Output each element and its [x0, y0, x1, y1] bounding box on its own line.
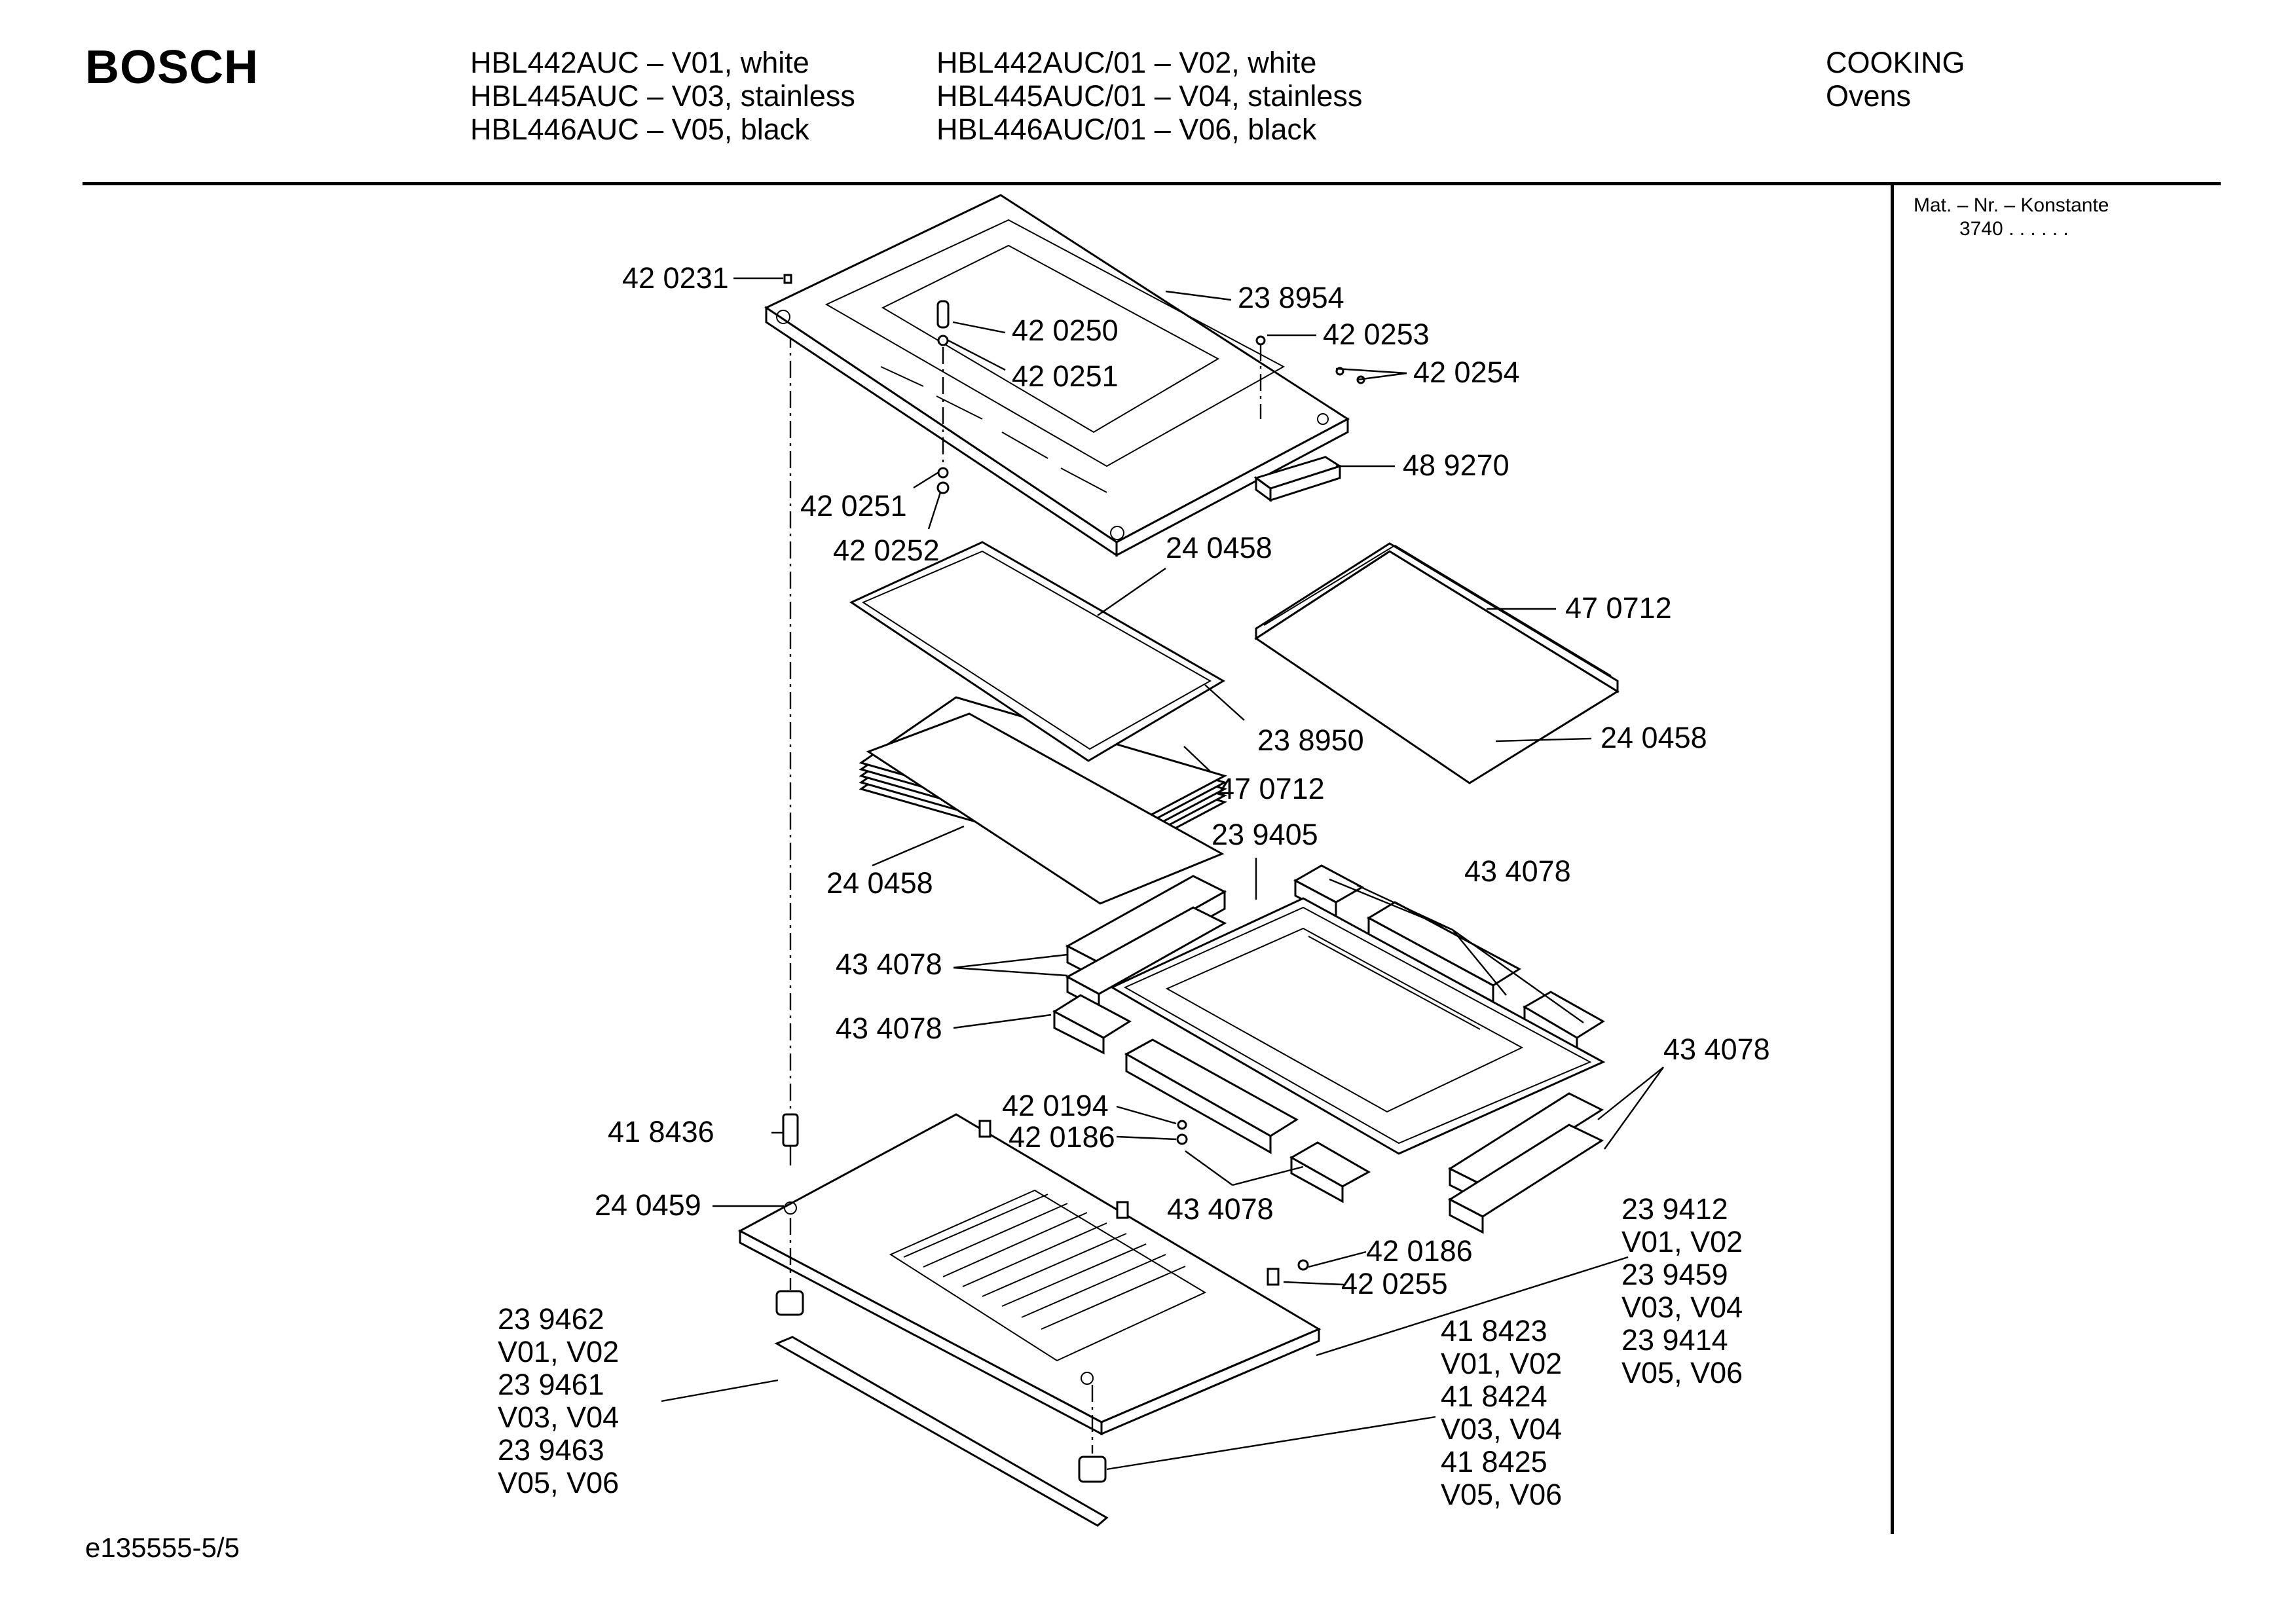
material-label: Mat. – Nr. – Konstante	[1914, 194, 2109, 216]
callout-label: 42 0254	[1413, 356, 1520, 389]
leader-lines	[661, 277, 1664, 1471]
callout-label: 24 0458	[826, 866, 933, 900]
callout-label: 23 9459	[1621, 1258, 1728, 1291]
model-list-right: HBL442AUC/01 – V02, white HBL445AUC/01 –…	[936, 46, 1362, 146]
callout-label: 43 4078	[836, 947, 942, 981]
callout-label: 43 4078	[1663, 1033, 1770, 1066]
screw-part	[783, 274, 1365, 494]
callout-label: 47 0712	[1218, 772, 1325, 805]
callout-label: 42 0186	[1009, 1120, 1115, 1154]
model-line: HBL445AUC/01 – V04, stainless	[936, 79, 1363, 113]
screw-part	[1177, 1120, 1187, 1130]
callout-group-right: 23 9412 V01, V02 23 9459 V03, V04 23 941…	[1621, 1192, 1743, 1389]
bracket-part	[1253, 456, 1342, 502]
callout-label: 43 4078	[1464, 854, 1571, 888]
callout-label: 42 0250	[1012, 314, 1119, 347]
screw-part	[1176, 1133, 1188, 1145]
insulation-block-part	[1052, 864, 1605, 1234]
callout-label: 23 9461	[498, 1368, 604, 1401]
spacer-part	[782, 1113, 799, 1165]
material-value: 3740 . . . . . .	[1959, 218, 2069, 240]
callout-label: 42 0194	[1002, 1089, 1109, 1122]
callout-label: 24 0458	[1601, 721, 1707, 754]
callout-label: 24 0458	[1166, 531, 1272, 564]
model-line: HBL442AUC – V01, white	[470, 46, 809, 79]
glass-panel-part	[1254, 542, 1620, 784]
callout-label: 41 8425	[1441, 1445, 1547, 1478]
sidebar-divider	[1891, 185, 1894, 1534]
category-block: COOKING Ovens	[1826, 46, 1965, 113]
callout-label: V01, V02	[1441, 1347, 1562, 1380]
callout-label: V03, V04	[1441, 1412, 1562, 1446]
material-constant: Mat. – Nr. – Konstante 3740 . . . . . .	[1914, 194, 2109, 241]
glass-sheet-part	[866, 712, 1225, 905]
callout-label: 48 9270	[1403, 449, 1509, 482]
callout-label: 42 0251	[800, 489, 907, 522]
category-title: COOKING	[1826, 46, 1965, 79]
document-code: e135555-5/5	[85, 1532, 240, 1563]
callout-label: 23 9463	[498, 1433, 604, 1467]
bottom-plate-part	[737, 1113, 1322, 1436]
category-subtitle: Ovens	[1826, 79, 1912, 113]
model-line: HBL446AUC/01 – V06, black	[936, 113, 1317, 146]
callout-group-middle: 41 8423 V01, V02 41 8424 V03, V04 41 842…	[1441, 1314, 1562, 1511]
callout-label: V01, V02	[1621, 1225, 1743, 1258]
header-divider	[83, 182, 2221, 185]
callout-label: V03, V04	[498, 1401, 619, 1434]
callout-group-left: 23 9462 V01, V02 23 9461 V03, V04 23 946…	[498, 1302, 619, 1499]
callout-label: V01, V02	[498, 1335, 619, 1368]
screw-part	[1297, 1259, 1309, 1271]
callout-label: V05, V06	[498, 1466, 619, 1499]
callout-label: 47 0712	[1565, 591, 1672, 625]
frame-part	[1109, 897, 1606, 1155]
brand-logo: BOSCH	[85, 41, 259, 94]
callout-label: 42 0251	[1012, 359, 1119, 393]
callout-label: 42 0186	[1366, 1234, 1473, 1268]
model-line: HBL446AUC – V05, black	[470, 113, 809, 146]
callout-label: 23 9412	[1621, 1192, 1728, 1226]
callout-label: 42 0231	[622, 261, 729, 295]
model-list-left: HBL442AUC – V01, white HBL445AUC – V03, …	[470, 46, 855, 146]
model-line: HBL442AUC/01 – V02, white	[936, 46, 1317, 79]
callout-label: 41 8423	[1441, 1314, 1547, 1347]
callout-label: 23 9414	[1621, 1323, 1728, 1357]
callout-label: 42 0253	[1323, 318, 1430, 351]
callout-label: V05, V06	[1621, 1356, 1743, 1389]
model-line: HBL445AUC – V03, stainless	[470, 79, 855, 113]
top-panel-part	[764, 194, 1350, 557]
callout-label: 23 9462	[498, 1302, 604, 1336]
callout-label: 23 8954	[1238, 281, 1344, 314]
foot-part	[775, 1290, 1107, 1483]
callout-label: 41 8424	[1441, 1380, 1547, 1413]
callout-label: V03, V04	[1621, 1291, 1743, 1324]
callout-label: 24 0459	[595, 1188, 701, 1222]
callout-label: 23 9405	[1212, 818, 1318, 851]
callout-label: V05, V06	[1441, 1478, 1562, 1511]
callout-label: 43 4078	[836, 1012, 942, 1045]
trim-strip-part	[774, 1336, 1109, 1527]
callout-label: 23 8950	[1257, 724, 1364, 757]
callout-label: 43 4078	[1167, 1192, 1274, 1226]
callout-label: 42 0255	[1341, 1267, 1448, 1300]
callout-label: 42 0252	[833, 534, 940, 567]
callout-label: 41 8436	[608, 1115, 714, 1148]
